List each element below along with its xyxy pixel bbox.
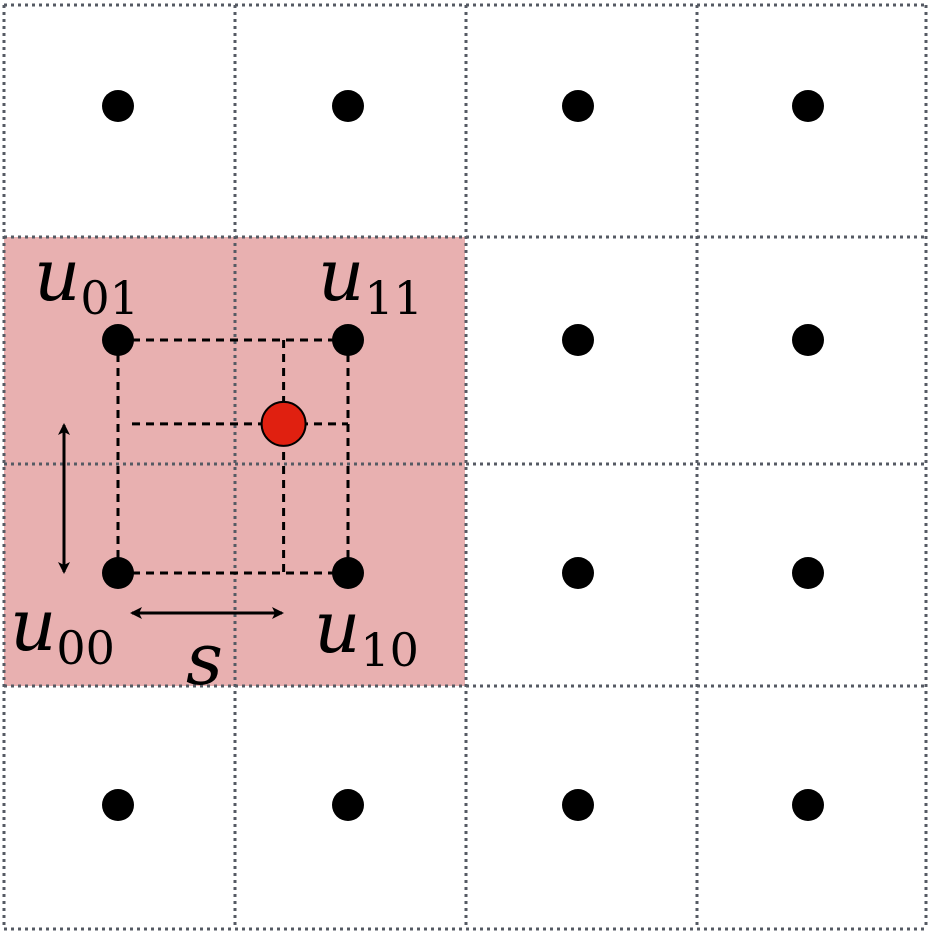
cell-grid <box>2 3 928 931</box>
grid-sample-points <box>102 90 824 821</box>
grid-point-r2-c2 <box>562 557 594 589</box>
grid-point-r0-c1 <box>332 90 364 122</box>
grid-point-r3-c0 <box>102 789 134 821</box>
grid-point-r3-c2 <box>562 789 594 821</box>
grid-point-r1-c0 <box>102 324 134 356</box>
grid-point-r3-c3 <box>792 789 824 821</box>
label-u10: u10 <box>314 585 419 677</box>
interpolation-guides <box>116 338 350 575</box>
label-u00: u00 <box>10 583 115 675</box>
grid-point-r2-c1 <box>332 557 364 589</box>
grid-point-r3-c1 <box>332 789 364 821</box>
grid-point-r2-c0 <box>102 557 134 589</box>
grid-point-r0-c0 <box>102 90 134 122</box>
grid-point-r1-c2 <box>562 324 594 356</box>
grid-point-r2-c3 <box>792 557 824 589</box>
grid-point-r0-c2 <box>562 90 594 122</box>
label-u11: u11 <box>318 233 423 325</box>
label-spacing: s <box>186 617 223 701</box>
label-u01: u01 <box>34 233 139 325</box>
grid-point-r0-c3 <box>792 90 824 122</box>
interpolated-sample-point <box>260 400 307 447</box>
grid-point-r1-c3 <box>792 324 824 356</box>
grid-point-r1-c1 <box>332 324 364 356</box>
